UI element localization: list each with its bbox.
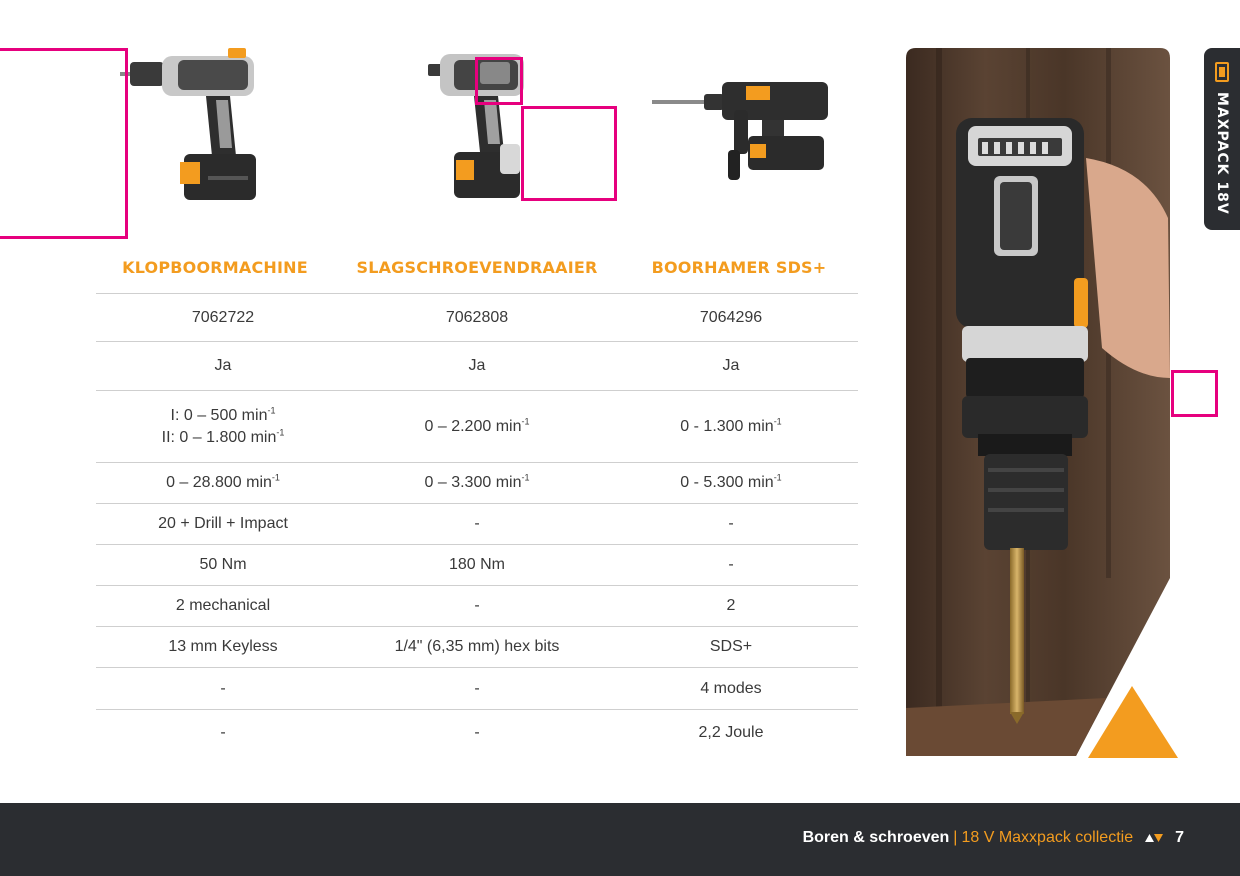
side-tab-label: MAXPACK 18V — [1214, 92, 1230, 215]
table-cell: 0 – 28.800 min-1 — [96, 462, 350, 504]
table-row: 0 – 28.800 min-1 0 – 3.300 min-1 0 - 5.3… — [96, 462, 858, 504]
table-cell: Ja — [96, 341, 350, 391]
unit-superscript: -1 — [521, 472, 530, 483]
table-row: 50 Nm 180 Nm - — [96, 544, 858, 586]
footer-section: Boren & schroeven — [802, 829, 950, 846]
column-title-rotary-hammer: BOORHAMER SDS+ — [651, 258, 827, 277]
table-cell: 7062722 — [96, 293, 350, 342]
table-cell: - — [350, 585, 604, 627]
footer-separator: | — [953, 829, 958, 846]
table-cell: 0 – 2.200 min-1 — [350, 390, 604, 463]
table-cell: 50 Nm — [96, 544, 350, 586]
side-tab-maxpack: MAXPACK 18V — [1204, 48, 1240, 230]
table-row: Ja Ja Ja — [96, 341, 858, 391]
table-cell: 4 modes — [604, 667, 858, 710]
orange-triangle-decoration — [1088, 686, 1178, 758]
table-row: 20 + Drill + Impact - - — [96, 503, 858, 545]
cell-text: 0 – 28.800 min — [166, 474, 272, 491]
highlight-box — [1171, 370, 1218, 417]
table-cell: Ja — [604, 341, 858, 391]
table-cell: - — [604, 544, 858, 586]
table-row: 2 mechanical - 2 — [96, 585, 858, 627]
table-row: 13 mm Keyless 1/4" (6,35 mm) hex bits SD… — [96, 626, 858, 668]
column-title-hammer-drill: KLOPBOORMACHINE — [122, 258, 308, 277]
table-cell: 7064296 — [604, 293, 858, 342]
highlight-box — [475, 57, 523, 105]
cell-text: 0 - 1.300 min — [680, 417, 774, 435]
table-row: I: 0 – 500 min-1 II: 0 – 1.800 min-1 0 –… — [96, 390, 858, 463]
table-cell: - — [350, 709, 604, 756]
footer-text: Boren & schroeven | 18 V Maxxpack collec… — [803, 829, 1184, 847]
table-cell: I: 0 – 500 min-1 II: 0 – 1.800 min-1 — [96, 390, 350, 463]
table-cell: - — [350, 503, 604, 545]
page-number: 7 — [1175, 829, 1184, 846]
table-cell: 2 mechanical — [96, 585, 350, 627]
product-image-impact-driver — [426, 48, 526, 200]
highlight-box — [521, 106, 617, 201]
spec-table: 7062722 7062808 7064296 Ja Ja Ja I: 0 – … — [96, 293, 858, 756]
cell-text: 0 – 2.200 min — [424, 417, 522, 435]
table-cell: 2 — [604, 585, 858, 627]
table-cell: Ja — [350, 341, 604, 391]
unit-superscript: -1 — [773, 472, 782, 483]
table-cell: 1/4" (6,35 mm) hex bits — [350, 626, 604, 668]
table-cell: 0 - 1.300 min-1 — [604, 390, 858, 463]
table-cell: 0 - 5.300 min-1 — [604, 462, 858, 504]
table-cell: 2,2 Joule — [604, 709, 858, 756]
unit-superscript: -1 — [267, 405, 276, 416]
table-row: - - 2,2 Joule — [96, 709, 858, 756]
highlight-box — [0, 48, 128, 239]
product-image-hammer-drill — [118, 44, 268, 206]
unit-superscript: -1 — [276, 427, 285, 438]
unit-superscript: -1 — [271, 472, 280, 483]
table-cell: - — [350, 667, 604, 710]
battery-icon — [1215, 62, 1229, 82]
unit-superscript: -1 — [521, 416, 530, 427]
table-cell: 7062808 — [350, 293, 604, 342]
table-cell: 0 – 3.300 min-1 — [350, 462, 604, 504]
cell-text: 0 – 3.300 min — [424, 474, 522, 491]
unit-superscript: -1 — [773, 416, 782, 427]
table-row: 7062722 7062808 7064296 — [96, 293, 858, 342]
table-cell: 13 mm Keyless — [96, 626, 350, 668]
table-cell: SDS+ — [604, 626, 858, 668]
product-photo-drill-in-use — [906, 48, 1176, 758]
table-cell: - — [96, 709, 350, 756]
table-cell: 20 + Drill + Impact — [96, 503, 350, 545]
column-title-impact-driver: SLAGSCHROEVENDRAAIER — [356, 258, 598, 277]
page-footer: Boren & schroeven | 18 V Maxxpack collec… — [0, 803, 1240, 876]
product-image-rotary-hammer — [650, 74, 830, 184]
cell-text: 0 - 5.300 min — [680, 474, 774, 491]
table-cell: 180 Nm — [350, 544, 604, 586]
cell-text: I: 0 – 500 min — [170, 406, 268, 424]
footer-collection: 18 V Maxxpack collectie — [961, 829, 1134, 846]
table-cell: - — [96, 667, 350, 710]
triangle-arrows-icon — [1145, 833, 1164, 843]
table-row: - - 4 modes — [96, 667, 858, 710]
cell-text: II: 0 – 1.800 min — [161, 428, 277, 446]
table-cell: - — [604, 503, 858, 545]
